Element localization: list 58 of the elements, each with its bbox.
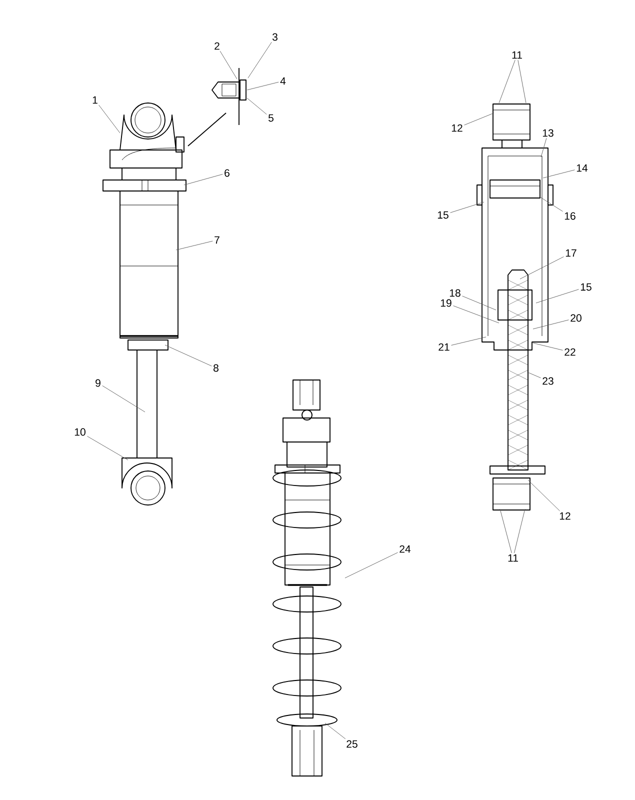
callout-number: 22: [564, 348, 576, 356]
leader-line: [220, 50, 238, 80]
leader-line: [498, 60, 516, 104]
leader-line: [453, 306, 500, 324]
leader-line: [536, 289, 579, 304]
callout-number: 21: [438, 343, 450, 351]
callout-number: 9: [96, 379, 100, 387]
leader-line: [344, 552, 398, 578]
leader-line: [462, 296, 496, 310]
callout-number: 14: [576, 164, 588, 172]
leader-line: [324, 722, 346, 740]
leader-line: [532, 320, 569, 330]
leader-line: [542, 170, 575, 178]
callout-number: 15: [580, 283, 592, 291]
callout-number: 15: [438, 211, 448, 219]
leader-line: [500, 508, 512, 554]
leader-line: [520, 256, 564, 280]
leader-line: [450, 202, 484, 213]
callout-number: 2: [214, 42, 220, 50]
callout-number: 24: [400, 545, 411, 553]
leader-line: [246, 82, 279, 90]
callout-number: 12: [560, 512, 570, 520]
leader-line: [248, 42, 272, 78]
callout-number: 19: [440, 299, 452, 307]
callout-number: 8: [214, 364, 218, 372]
callout-number: 11: [512, 51, 522, 59]
leader-line: [540, 196, 563, 212]
callout-number: 1: [92, 96, 98, 104]
leader-line: [464, 112, 494, 126]
leader-line: [184, 174, 223, 186]
callout-number: 4: [280, 77, 286, 85]
leader-line: [526, 372, 541, 378]
callout-number: 18: [450, 289, 460, 297]
callout-number: 17: [566, 249, 576, 257]
leader-line: [451, 336, 486, 346]
leader-line: [514, 508, 526, 554]
callout-number: 25: [346, 740, 358, 748]
leader-line: [98, 104, 120, 134]
leader-line: [532, 342, 563, 350]
leader-line: [164, 344, 212, 366]
callout-number: 10: [74, 428, 86, 436]
callout-number: 23: [542, 377, 554, 385]
leader-line: [540, 138, 547, 158]
leader-line: [246, 98, 267, 115]
leader-line: [176, 240, 213, 250]
leader-line: [518, 60, 526, 104]
leader-line: [87, 436, 128, 460]
callout-number: 7: [214, 236, 220, 244]
callout-number: 6: [224, 169, 230, 177]
callout-number: 20: [570, 314, 582, 322]
callout-number: 13: [542, 129, 554, 137]
callout-number: 12: [452, 124, 462, 132]
leader-line: [528, 480, 560, 512]
leader-line: [102, 385, 146, 412]
callout-number: 3: [272, 33, 278, 41]
callout-number: 16: [564, 212, 576, 220]
callout-number: 5: [268, 114, 274, 122]
callout-number: 11: [508, 554, 518, 562]
